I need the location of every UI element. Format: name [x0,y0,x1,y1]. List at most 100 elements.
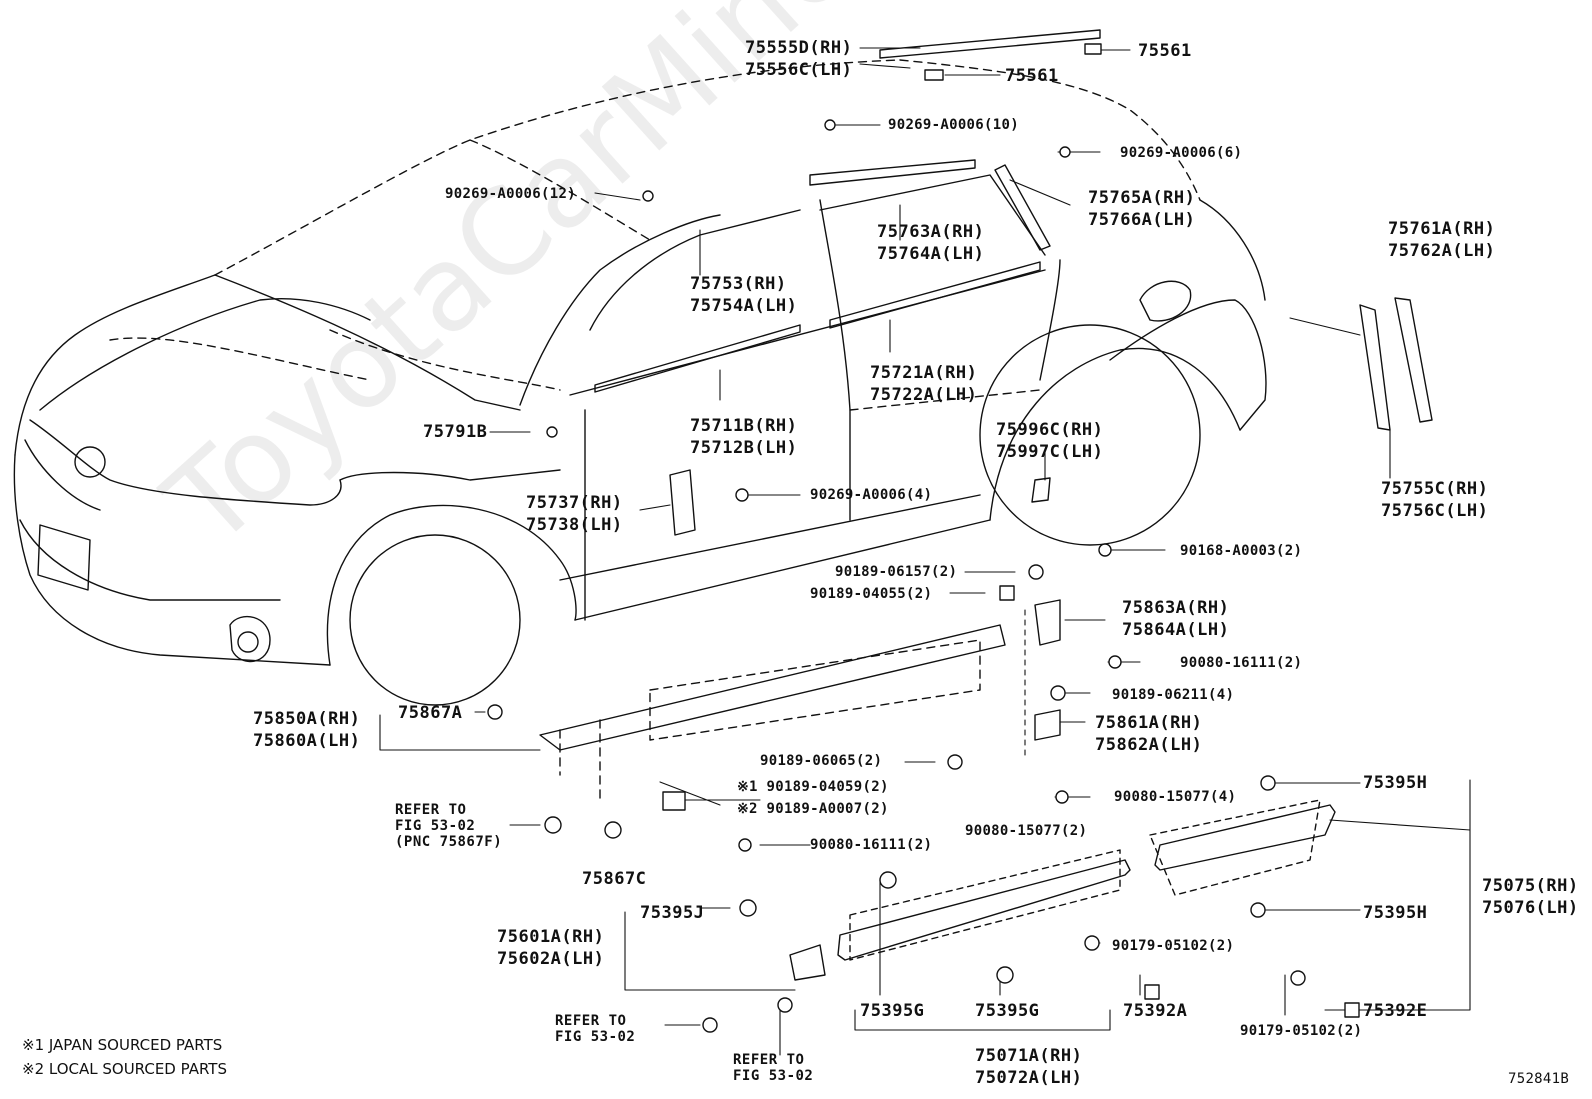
label-75867C: 75867C [582,869,647,889]
rocker-line [574,519,991,621]
label-75721: 75721A(RH) 75722A(LH) [870,363,978,405]
molding-dash-2 [1149,799,1321,896]
label-90189-A0007: ※2 90189-A0007(2) [737,801,889,817]
label-75395G-b: 75395G [975,1001,1040,1021]
label-75755: 75755C(RH) 75756C(LH) [1381,479,1489,521]
label-75765: 75765A(RH) 75766A(LH) [1088,188,1196,230]
side-dash-2 [849,389,1041,411]
label-75763: 75763A(RH) 75764A(LH) [877,222,985,264]
roof-rear-dash [899,59,1201,201]
license-plate [37,524,91,591]
fuel-door [1139,280,1192,322]
label-clip-pillar: 90269-A0006(4) [810,487,933,503]
label-75753: 75753(RH) 75754A(LH) [690,274,798,316]
drawing-id: 752841B [1508,1071,1570,1087]
label-75561-top: 75561 [1138,41,1192,61]
label-75601: 75601A(RH) 75602A(LH) [497,927,605,969]
label-75392A: 75392A [1123,1001,1188,1021]
hood-line [39,298,371,411]
hood-outline [14,274,216,456]
hood-dash [109,337,371,381]
front-bumper [13,454,331,666]
pillar-garnish-1 [1359,304,1391,431]
pillar-piece [669,469,696,536]
pillar-garnish-2 [1394,297,1433,423]
label-clip-rear: 90269-A0006(6) [1120,145,1243,161]
fasteners [487,43,1360,1033]
label-90080-15077b: 90080-15077(2) [965,823,1088,839]
refer-fig-53-02-c: REFER TO FIG 53-02 [733,1052,814,1084]
label-90080-15077a: 90080-15077(4) [1114,789,1237,805]
label-75711: 75711B(RH) 75712B(LH) [690,416,798,458]
belt-molding-front [594,324,801,393]
label-90189-06157: 90189-06157(2) [835,564,958,580]
label-75861: 75861A(RH) 75862A(LH) [1095,713,1203,755]
rear-hatch [1199,199,1266,301]
label-75737: 75737(RH) 75738(LH) [526,493,623,535]
roof-rack [879,29,1101,59]
label-clip-roof: 90269-A0006(10) [888,117,1019,133]
label-90179-05102a: 90179-05102(2) [1112,938,1235,954]
door-molding-front [837,859,1131,961]
rear-wheel-circle [979,324,1201,546]
rocker-dash [559,719,601,801]
label-75863: 75863A(RH) 75864A(LH) [1122,598,1230,640]
roof-dash [214,59,901,276]
door-molding-rear [1154,804,1336,871]
belt-molding-rear [829,261,1041,329]
front-molding [789,944,826,981]
label-90168: 90168-A0003(2) [1180,543,1303,559]
foglight-inner [237,631,259,653]
label-75395H-bot: 75395H [1363,903,1428,923]
label-clip-front: 90269-A0006(12) [445,186,576,202]
label-90189-04059: ※1 90189-04059(2) [737,779,889,795]
rear-window-molding [994,164,1051,251]
label-75075: 75075(RH) 75076(LH) [1482,876,1579,918]
label-75996: 75996C(RH) 75997C(LH) [996,420,1104,462]
label-75392E: 75392E [1363,1001,1428,1021]
label-75395H-top: 75395H [1363,773,1428,793]
rear-quarter [1109,299,1267,431]
label-90189-06211: 90189-06211(4) [1112,687,1235,703]
label-75791: 75791B [423,422,488,442]
molding-dash-1 [849,849,1121,961]
front-wheel-arch [326,504,577,666]
rocker-box [649,639,981,741]
label-75761: 75761A(RH) 75762A(LH) [1388,219,1496,261]
label-90179-05102b: 90179-05102(2) [1240,1023,1363,1039]
rocker-panel [539,624,1006,751]
roof-mid-dash [469,139,651,241]
label-90189-04055: 90189-04055(2) [810,586,933,602]
foglight [229,615,271,663]
window-rear [819,174,1046,256]
windshield-base [214,274,521,411]
door-bottom [559,494,981,581]
bracket-lower [1034,709,1061,741]
bumper-lower [19,519,281,601]
pillar-a [519,214,721,406]
bracket-upper [1034,599,1061,646]
grille [24,439,101,511]
label-75395J: 75395J [640,903,705,923]
quarter-piece [1031,477,1051,503]
rear-wheel-arch [989,347,1241,521]
door-rear [1039,259,1061,381]
refer-fig-53-02-b: REFER TO FIG 53-02 [555,1013,636,1045]
refer-fig-53-02-a: REFER TO FIG 53-02 (PNC 75867F) [395,802,503,850]
label-75395G-a: 75395G [860,1001,925,1021]
label-75071: 75071A(RH) 75072A(LH) [975,1046,1083,1088]
front-wheel-circle [349,534,521,706]
side-dash [329,329,561,391]
fender [339,469,561,481]
emblem [74,446,106,478]
label-90080-16111b: 90080-16111(2) [810,837,933,853]
roof-molding [809,159,976,186]
window-front [589,209,801,331]
label-75850: 75850A(RH) 75860A(LH) [253,709,361,751]
label-75561-mid: 75561 [1005,66,1059,86]
label-75867A: 75867A [398,703,463,723]
door-split [819,199,851,521]
label-75555: 75555D(RH) 75556C(LH) [745,38,853,80]
